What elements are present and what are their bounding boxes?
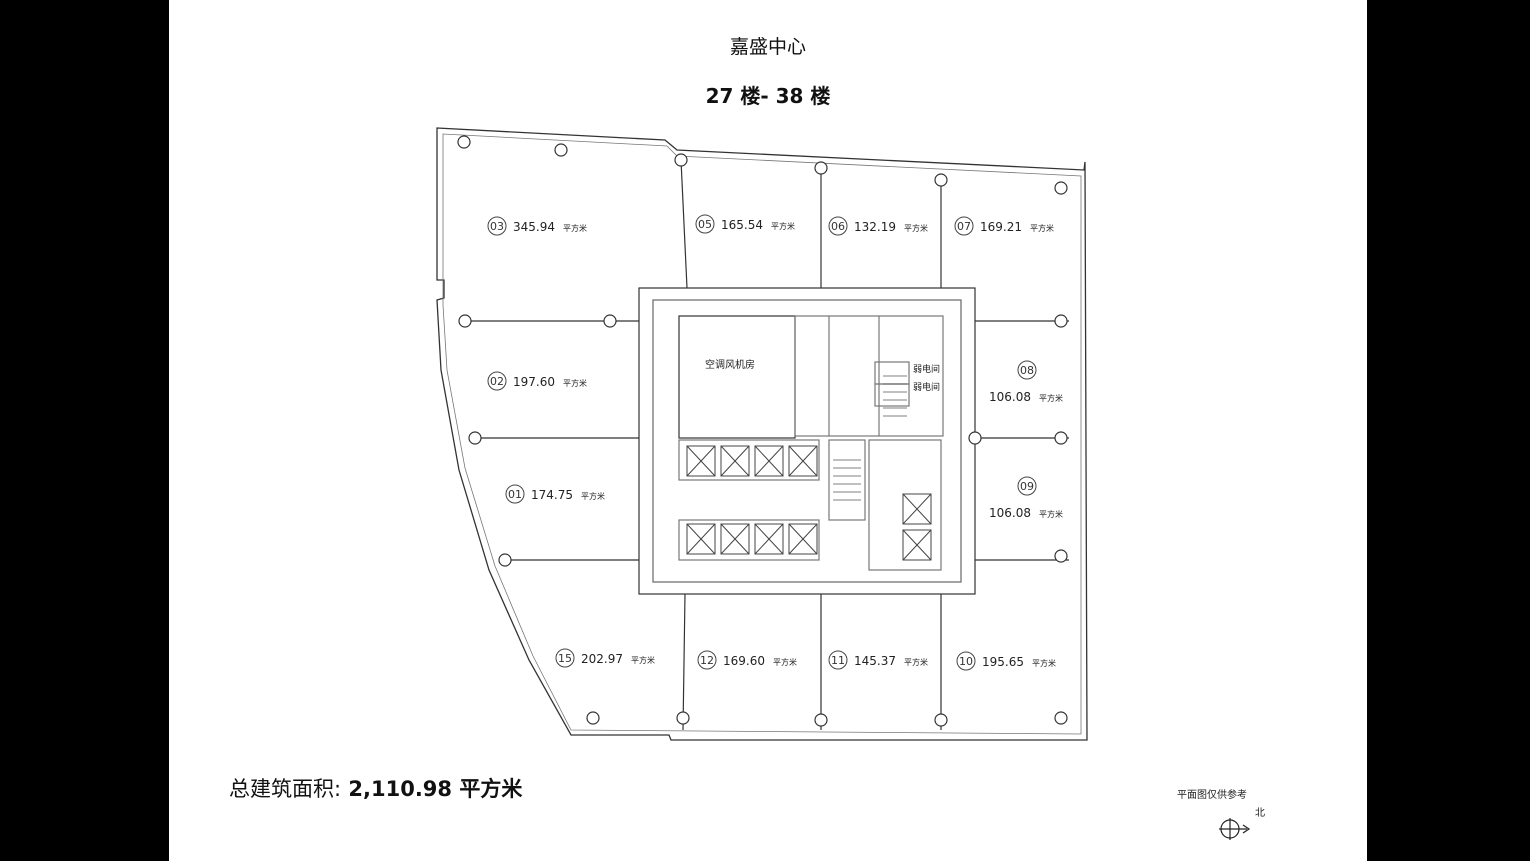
unit-area-unit: 平方米 — [563, 223, 587, 233]
unit-area-unit: 平方米 — [773, 657, 797, 667]
unit-number: 01 — [508, 488, 522, 501]
unit-number-circle — [828, 216, 848, 236]
unit-number-circle — [555, 648, 575, 668]
building-name: 嘉盛中心 — [729, 36, 806, 58]
unit-area: 145.37 — [854, 654, 896, 668]
unit-area: 106.08 — [989, 390, 1031, 404]
unit-number-circle — [956, 651, 976, 671]
weak-room-label-2: 弱电间 — [913, 381, 940, 393]
unit-label: 09 106.08 平方米 — [989, 476, 1063, 520]
unit-area: 169.60 — [723, 654, 765, 668]
unit-area: 132.19 — [854, 220, 896, 234]
unit-area-unit: 平方米 — [904, 657, 928, 667]
unit-area: 345.94 — [513, 220, 555, 234]
unit-label: 03 345.94 平方米 — [487, 216, 587, 236]
unit-label: 01 174.75 平方米 — [505, 484, 605, 504]
floor-range: 27 楼- 38 楼 — [705, 84, 831, 108]
unit-area-unit: 平方米 — [631, 655, 655, 665]
unit-number-circle — [695, 214, 715, 234]
unit-number: 10 — [959, 655, 973, 668]
ac-room-label: 空调风机房 — [705, 358, 755, 371]
stairs — [833, 375, 907, 501]
unit-area: 195.65 — [982, 655, 1024, 669]
unit-label: 05 165.54 平方米 — [695, 214, 795, 234]
unit-area-unit: 平方米 — [1039, 393, 1063, 403]
unit-number: 08 — [1020, 364, 1034, 377]
unit-area: 169.21 — [980, 220, 1022, 234]
unit-area-unit: 平方米 — [563, 378, 587, 388]
unit-label: 06 132.19 平方米 — [828, 216, 928, 236]
weak-room-label-1: 弱电间 — [913, 363, 940, 375]
floor-plan-sheet: 嘉盛中心 27 楼- 38 楼 — [169, 0, 1367, 861]
unit-number: 03 — [490, 220, 504, 233]
unit-number: 15 — [558, 652, 572, 665]
unit-number-circle — [697, 650, 717, 670]
unit-label: 11 145.37 平方米 — [828, 650, 928, 670]
unit-number-circle — [505, 484, 525, 504]
north-arrow-icon — [1219, 818, 1251, 840]
unit-labels: 03 345.94 平方米 05 165.54 平方米 06 132.19 平方米 07 169.2… — [487, 214, 1063, 671]
core-outline — [638, 287, 976, 595]
unit-number: 06 — [831, 220, 845, 233]
unit-label: 12 169.60 平方米 — [697, 650, 797, 670]
floor-plan-drawing: 03 345.94 平方米 05 165.54 平方米 06 132.19 平方米 07 169.2… — [436, 127, 1251, 840]
unit-area-unit: 平方米 — [1030, 223, 1054, 233]
unit-number-circle — [1017, 360, 1037, 380]
unit-area-unit: 平方米 — [904, 223, 928, 233]
unit-number: 05 — [698, 218, 712, 231]
unit-area: 165.54 — [721, 218, 763, 232]
unit-label: 07 169.21 平方米 — [954, 216, 1054, 236]
unit-area-unit: 平方米 — [1039, 509, 1063, 519]
unit-number-circle — [487, 216, 507, 236]
unit-area: 197.60 — [513, 375, 555, 389]
unit-area-unit: 平方米 — [771, 221, 795, 231]
unit-number: 09 — [1020, 480, 1034, 493]
unit-label: 10 195.65 平方米 — [956, 651, 1056, 671]
unit-number: 11 — [831, 654, 845, 667]
unit-label: 02 197.60 平方米 — [487, 371, 587, 391]
north-label: 北 — [1255, 808, 1265, 819]
unit-number-circle — [828, 650, 848, 670]
unit-label: 15 202.97 平方米 — [555, 648, 655, 668]
partition-walls — [465, 159, 1069, 731]
unit-area: 202.97 — [581, 652, 623, 666]
unit-area-unit: 平方米 — [1032, 658, 1056, 668]
total-area-value: 2,110.98 平方米 — [348, 777, 523, 801]
building-outline — [436, 127, 1088, 741]
unit-number: 07 — [957, 220, 971, 233]
elevators — [686, 445, 932, 561]
unit-area-unit: 平方米 — [581, 491, 605, 501]
total-area: 总建筑面积: 2,110.98 平方米 — [229, 773, 522, 803]
reference-note: 平面图仅供参考 — [1177, 790, 1247, 801]
unit-label: 08 106.08 平方米 — [989, 360, 1063, 404]
unit-number-circle — [1017, 476, 1037, 496]
unit-area: 106.08 — [989, 506, 1031, 520]
unit-number: 12 — [700, 654, 714, 667]
unit-number-circle — [487, 371, 507, 391]
columns — [457, 135, 1068, 727]
unit-number: 02 — [490, 375, 504, 388]
unit-number-circle — [954, 216, 974, 236]
unit-area: 174.75 — [531, 488, 573, 502]
total-area-label: 总建筑面积: — [229, 777, 342, 801]
